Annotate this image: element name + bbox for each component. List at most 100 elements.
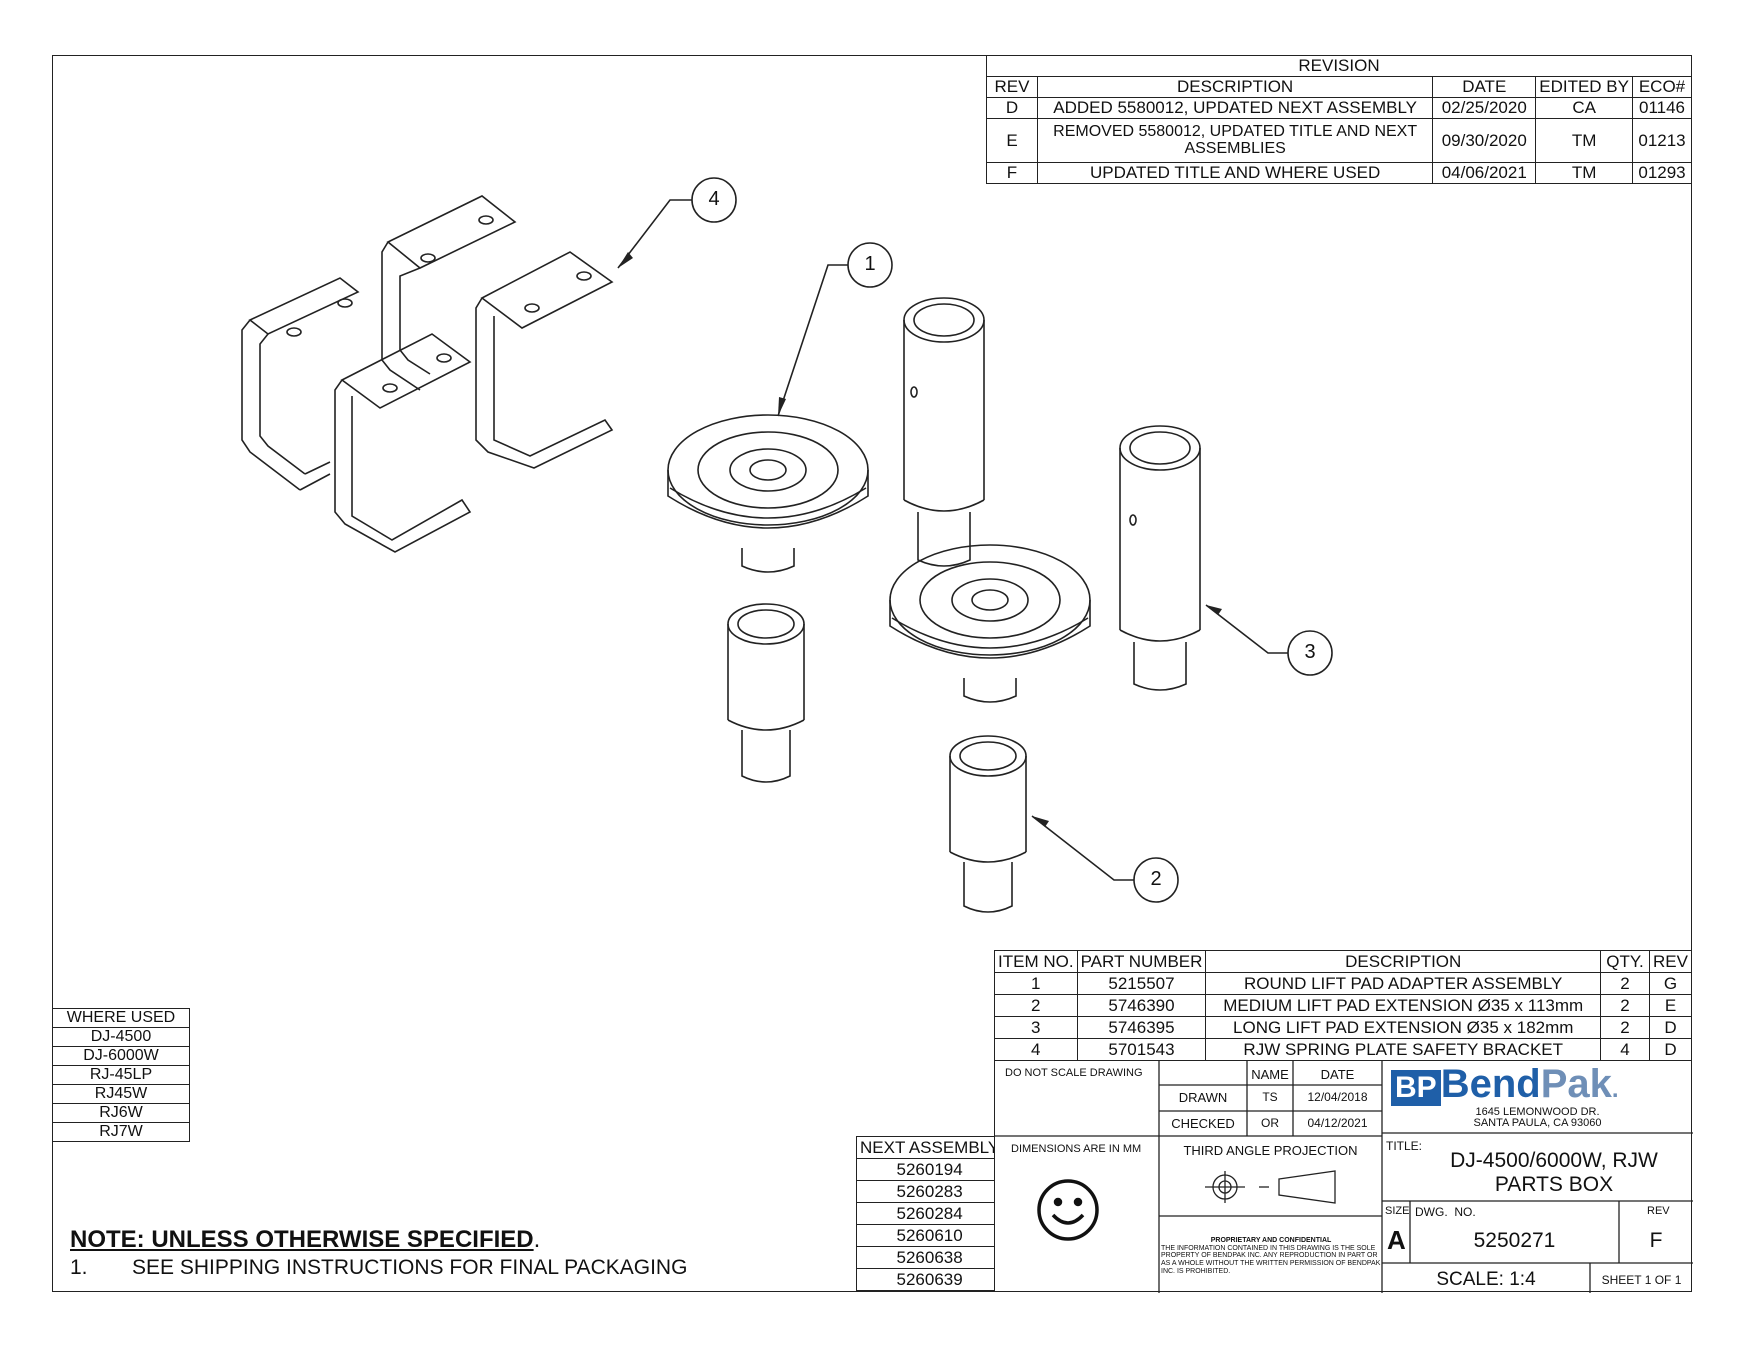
col-name-label: NAME — [1251, 1067, 1289, 1082]
balloon-label-4: 4 — [708, 188, 720, 210]
next-assembly-item: 5260610 — [855, 1224, 1004, 1247]
table-row: 1 5215507 ROUND LIFT PAD ADAPTER ASSEMBL… — [994, 972, 1692, 995]
list-item: RJ7W — [52, 1122, 190, 1142]
drawn-date: 12/04/2018 — [1307, 1090, 1368, 1104]
checked-date: 04/12/2021 — [1307, 1116, 1368, 1130]
rev-value: F — [1649, 1229, 1663, 1252]
rev-desc-cell: UPDATED TITLE AND WHERE USED — [1036, 162, 1434, 184]
where-used-item: RJ6W — [52, 1103, 190, 1123]
rev-header-eco: ECO# — [1632, 76, 1692, 98]
rev-eco-cell: 01146 — [1632, 97, 1692, 119]
logo-bp: BP — [1391, 1070, 1441, 1106]
logo-bend: Bend — [1440, 1062, 1541, 1106]
next-assembly-table: NEXT ASSEMBLY 5260194 5260283 5260284 52… — [855, 1136, 1004, 1291]
bom-header-description: DESCRIPTION — [1205, 950, 1602, 973]
rev-label: REV — [1647, 1205, 1670, 1217]
drawing-title-line2: PARTS BOX — [1494, 1173, 1614, 1196]
size-label: SIZE — [1385, 1205, 1410, 1217]
bom-rev-cell: E — [1649, 994, 1692, 1017]
bom-desc-cell: LONG LIFT PAD EXTENSION Ø35 x 182mm — [1205, 1016, 1602, 1039]
bom-item-cell: 3 — [994, 1016, 1078, 1039]
col-date-label: DATE — [1320, 1067, 1355, 1082]
rev-header-date: DATE — [1432, 76, 1537, 98]
rev-editor-cell: TM — [1535, 118, 1633, 163]
bom-table: ITEM NO. PART NUMBER DESCRIPTION QTY. RE… — [994, 950, 1692, 1061]
revision-title: REVISION — [986, 55, 1692, 77]
list-item: RJ-45LP — [52, 1065, 190, 1085]
bom-desc-cell: MEDIUM LIFT PAD EXTENSION Ø35 x 113mm — [1205, 994, 1602, 1017]
dwg-no-label: DWG. NO. — [1415, 1205, 1476, 1219]
rev-header-edited: EDITED BY — [1535, 76, 1633, 98]
next-assembly-item: 5260194 — [855, 1158, 1004, 1181]
size-value: A — [1387, 1225, 1406, 1255]
title-block: DO NOT SCALE DRAWING NAME DATE DRAWN TS … — [994, 1060, 1693, 1293]
table-row: 3 5746395 LONG LIFT PAD EXTENSION Ø35 x … — [994, 1016, 1692, 1039]
bom-item-cell: 2 — [994, 994, 1078, 1017]
drawing-title-line1: DJ-4500/6000W, RJW — [1450, 1149, 1658, 1172]
checked-label: CHECKED — [1171, 1116, 1235, 1131]
table-row: E REMOVED 5580012, UPDATED TITLE AND NEX… — [986, 118, 1692, 163]
next-assembly-item: 5260283 — [855, 1180, 1004, 1203]
table-row: 4 5701543 RJW SPRING PLATE SAFETY BRACKE… — [994, 1038, 1692, 1061]
where-used-item: RJ-45LP — [52, 1065, 190, 1085]
bom-header-item: ITEM NO. — [994, 950, 1078, 973]
where-used-item: RJ45W — [52, 1084, 190, 1104]
rev-editor-cell: CA — [1535, 97, 1633, 119]
bom-part-cell: 5701543 — [1076, 1038, 1207, 1061]
notes-title-suffix: . — [533, 1226, 541, 1253]
list-item: 5260638 — [855, 1246, 1004, 1269]
where-used-item: DJ-6000W — [52, 1046, 190, 1066]
projection-symbol — [1205, 1170, 1336, 1204]
where-used-title: WHERE USED — [52, 1008, 190, 1028]
rev-editor-cell: TM — [1535, 162, 1633, 184]
dimensions-note: DIMENSIONS ARE IN MM — [1011, 1143, 1142, 1155]
sheet-label: SHEET 1 OF 1 — [1601, 1273, 1682, 1287]
notes: NOTE: UNLESS OTHERWISE SPECIFIED. 1.SEE … — [70, 1226, 687, 1280]
projection-label: THIRD ANGLE PROJECTION — [1183, 1143, 1358, 1158]
rev-header-description: DESCRIPTION — [1036, 76, 1434, 98]
rev-date-cell: 02/25/2020 — [1432, 97, 1537, 119]
bom-desc-cell: RJW SPRING PLATE SAFETY BRACKET — [1205, 1038, 1602, 1061]
bom-qty-cell: 2 — [1600, 1016, 1651, 1039]
do-not-scale-label: DO NOT SCALE DRAWING — [1005, 1067, 1143, 1079]
bom-rev-cell: G — [1649, 972, 1692, 995]
note-text: SEE SHIPPING INSTRUCTIONS FOR FINAL PACK… — [132, 1256, 688, 1279]
round-pad-1 — [667, 414, 869, 573]
bom-qty-cell: 4 — [1600, 1038, 1651, 1061]
smiley-icon — [1037, 1179, 1099, 1241]
balloon-label-1: 1 — [864, 253, 876, 275]
list-item: RJ6W — [52, 1103, 190, 1123]
bracket-front-middle — [334, 333, 472, 553]
bom-qty-cell: 2 — [1600, 994, 1651, 1017]
balloon-circles — [691, 177, 1333, 903]
next-assembly-item: 5260284 — [855, 1202, 1004, 1225]
proprietary-title: PROPRIETARY AND CONFIDENTIAL — [1210, 1237, 1332, 1244]
list-item: 5260284 — [855, 1202, 1004, 1225]
list-item: RJ45W — [52, 1084, 190, 1104]
balloon-label-3: 3 — [1304, 641, 1316, 663]
balloon-label-2: 2 — [1150, 868, 1162, 890]
rev-cell: E — [986, 118, 1038, 163]
company-address-1: 1645 LEMONWOOD DR. — [1475, 1106, 1600, 1118]
table-row: F UPDATED TITLE AND WHERE USED 04/06/202… — [986, 162, 1692, 184]
bom-header-qty: QTY. — [1600, 950, 1651, 973]
checked-name: OR — [1261, 1116, 1279, 1130]
bracket-back-left — [241, 277, 360, 491]
rev-date-cell: 04/06/2021 — [1432, 162, 1537, 184]
bom-header-part: PART NUMBER — [1076, 950, 1207, 973]
medium-extension-2 — [949, 735, 1027, 913]
rev-cell: F — [986, 162, 1038, 184]
dwg-no-value: 5250271 — [1473, 1229, 1556, 1252]
list-item: DJ-6000W — [52, 1046, 190, 1066]
drawn-name: TS — [1262, 1090, 1278, 1104]
list-item: 5260639 — [855, 1268, 1004, 1291]
logo-pak: Pak — [1540, 1062, 1612, 1106]
list-item: 5260283 — [855, 1180, 1004, 1203]
bom-rev-cell: D — [1649, 1016, 1692, 1039]
table-row: D ADDED 5580012, UPDATED NEXT ASSEMBLY 0… — [986, 97, 1692, 119]
title-label: TITLE: — [1386, 1139, 1423, 1153]
where-used-table: WHERE USED DJ-4500 DJ-6000W RJ-45LP RJ45… — [52, 1008, 190, 1142]
rev-eco-cell: 01213 — [1632, 118, 1692, 163]
